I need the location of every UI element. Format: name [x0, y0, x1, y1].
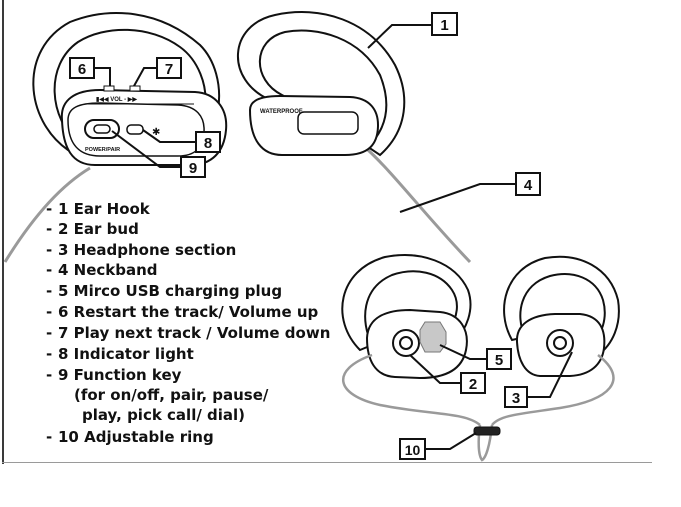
- legend-item-text: 4 Neckband: [58, 261, 158, 279]
- legend-item-text: play, pick call/ dial): [82, 406, 246, 424]
- vol-up-button: [103, 85, 115, 92]
- legend-item: -4 Neckband: [46, 261, 158, 279]
- frame-bottom-border: [2, 462, 652, 463]
- callout-label-5: 5: [495, 352, 503, 369]
- callout-label-4: 4: [524, 177, 533, 194]
- leader-line-4: [399, 183, 516, 213]
- waterproof-panel: [297, 111, 359, 135]
- callout-label-2: 2: [469, 376, 477, 393]
- waterproof-label: WATERPROOF: [260, 109, 303, 115]
- callout-label-6: 6: [78, 61, 86, 78]
- legend-item-text: 3 Headphone section: [58, 241, 237, 259]
- legend-item: -8 Indicator light: [46, 345, 194, 363]
- right-earpiece-bottom: [503, 255, 620, 377]
- neckband-cord-tail: [477, 424, 494, 462]
- callout-box-7: [156, 57, 182, 79]
- left-earbud-inner: [399, 336, 413, 350]
- callout-box-10: [399, 438, 426, 460]
- leader-lines: [94, 24, 573, 450]
- power-pair-label: POWER/PAIR: [85, 147, 120, 153]
- callout-labels: 1 2 3 4 5 6 7 8 9 10: [78, 17, 533, 458]
- callout-label-7: 7: [165, 61, 173, 78]
- vol-label: ▮◀◀ VOL - ▶▶: [96, 96, 137, 103]
- left-earpiece-bottom: [341, 254, 472, 380]
- legend-item-text: 10 Adjustable ring: [58, 428, 214, 446]
- adjustable-ring: [473, 426, 501, 436]
- legend-bullet: -: [46, 303, 53, 321]
- legend-item: -1 Ear Hook: [46, 200, 150, 218]
- legend-item: -9 Function key: [46, 366, 181, 384]
- legend-bullet: -: [46, 241, 53, 259]
- leader-line-9: [111, 130, 181, 168]
- legend-bullet: -: [46, 220, 53, 238]
- legend-bullet: -: [46, 261, 53, 279]
- callout-box-8: [195, 131, 221, 153]
- callout-box-5: [486, 348, 512, 370]
- legend-bullet: -: [46, 366, 53, 384]
- callout-label-3: 3: [512, 390, 520, 407]
- callout-box-1: [431, 12, 458, 36]
- legend-item: -3 Headphone section: [46, 241, 236, 259]
- callout-box-2: [460, 372, 486, 394]
- callout-box-9: [180, 156, 206, 178]
- leader-line-8: [142, 129, 196, 143]
- legend-item-continuation: play, pick call/ dial): [46, 406, 245, 424]
- neckband-cord-top: [3, 166, 91, 263]
- legend-item-text: (for on/off, pair, pause/: [74, 386, 269, 404]
- bluetooth-icon: ✱: [152, 127, 160, 138]
- legend-item: -5 Mirco USB charging plug: [46, 282, 282, 300]
- vol-down-button: [129, 85, 141, 92]
- legend-bullet: -: [46, 324, 53, 342]
- callout-label-10: 10: [405, 442, 421, 458]
- legend-item-text: 8 Indicator light: [58, 345, 194, 363]
- legend-bullet: -: [46, 428, 53, 446]
- callout-label-8: 8: [204, 135, 212, 152]
- power-button-inner: [93, 124, 111, 134]
- legend-item-text: 1 Ear Hook: [58, 200, 150, 218]
- legend-item: -2 Ear bud: [46, 220, 139, 238]
- legend-item-text: 6 Restart the track/ Volume up: [58, 303, 319, 321]
- legend-bullet: -: [46, 282, 53, 300]
- legend-item-continuation: (for on/off, pair, pause/: [46, 386, 268, 404]
- legend-bullet: -: [46, 200, 53, 218]
- usb-plug-shape: [419, 321, 447, 353]
- indicator-light-shape: [126, 124, 144, 135]
- leader-line-10: [425, 432, 477, 450]
- legend-item-text: 5 Mirco USB charging plug: [58, 282, 283, 300]
- callout-box-4: [515, 172, 541, 196]
- neckband-cord-top-right: [366, 148, 472, 264]
- right-earbud-inner: [553, 336, 567, 350]
- legend-item-text: 2 Ear bud: [58, 220, 139, 238]
- leader-line-6: [94, 67, 111, 86]
- neckband-cord-bottom-right: [491, 354, 615, 426]
- leader-line-2: [409, 354, 461, 384]
- leader-line-1: [367, 24, 432, 49]
- callout-label-1: 1: [440, 17, 448, 34]
- legend-bullet: -: [46, 345, 53, 363]
- leader-line-7: [133, 67, 157, 87]
- callout-label-9: 9: [189, 160, 197, 177]
- frame-left-border: [2, 0, 4, 464]
- legend-item: -10 Adjustable ring: [46, 428, 214, 446]
- right-ear-hook: [236, 11, 406, 157]
- callout-boxes: [69, 12, 541, 460]
- legend-item: -7 Play next track / Volume down: [46, 324, 330, 342]
- legend-item-text: 9 Function key: [58, 366, 182, 384]
- legend-item-text: 7 Play next track / Volume down: [58, 324, 331, 342]
- leader-line-5: [439, 344, 487, 360]
- callout-box-6: [69, 57, 95, 79]
- neckband-cord-bottom-left: [341, 353, 481, 426]
- leader-line-3: [527, 351, 573, 398]
- left-earpiece-top: ✱: [32, 12, 228, 166]
- callout-box-3: [504, 386, 528, 408]
- right-earpiece-top: [236, 11, 406, 157]
- legend-item: -6 Restart the track/ Volume up: [46, 303, 318, 321]
